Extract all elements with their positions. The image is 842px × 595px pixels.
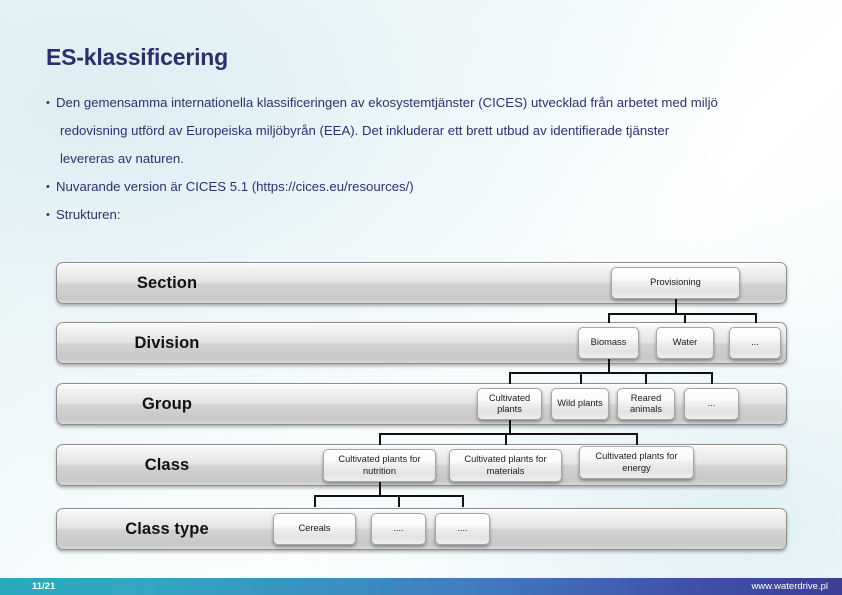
node-water[interactable]: Water <box>656 327 714 359</box>
node-provisioning[interactable]: Provisioning <box>611 267 740 299</box>
bullet-text: redovisning utförd av Europeiska miljöby… <box>60 123 670 138</box>
connector-class-type-bus <box>315 495 463 497</box>
row-label-section: Section <box>136 273 198 292</box>
connector-drop-biomass <box>608 313 610 323</box>
connector-drop-division-other <box>755 313 757 323</box>
cices-hierarchy-diagram: Section Division Group Class Class type <box>0 250 842 560</box>
bullet-marker-icon: • <box>46 209 50 221</box>
row-label-division: Division <box>134 333 200 352</box>
connector-biomass-stem <box>608 359 610 373</box>
bullet-item: • Den gemensamma internationella klassif… <box>46 89 826 117</box>
node-class-materials[interactable]: Cultivated plants for materials <box>449 449 562 482</box>
bullet-marker-icon: • <box>46 97 50 109</box>
diagram-row-group: Group <box>56 383 787 425</box>
connector-drop-class-materials <box>505 433 507 445</box>
node-class-nutrition[interactable]: Cultivated plants for nutrition <box>323 449 436 482</box>
connector-drop-class-nutrition <box>379 433 381 445</box>
connector-drop-group-other <box>711 372 713 384</box>
connector-drop-cultivated-plants <box>509 372 511 384</box>
node-division-other[interactable]: ... <box>729 327 781 359</box>
bullet-item: • redovisning utförd av Europeiska miljö… <box>46 117 826 145</box>
row-label-group: Group <box>142 394 192 413</box>
connector-class-bus <box>380 433 638 435</box>
node-cereals[interactable]: Cereals <box>273 513 356 545</box>
footer-url[interactable]: www.waterdrive.pl <box>751 581 828 592</box>
connector-cultivated-plants-stem <box>509 420 511 434</box>
node-cultivated-plants[interactable]: Cultivated plants <box>477 388 542 420</box>
bullet-text: Strukturen: <box>56 207 121 222</box>
bullet-marker-icon: • <box>46 181 50 193</box>
node-wild-plants[interactable]: Wild plants <box>551 388 609 420</box>
connector-drop-classtype-other-2 <box>462 495 464 507</box>
connector-drop-reared-animals <box>645 372 647 384</box>
bullet-text: Nuvarande version är CICES 5.1 (https://… <box>56 179 414 194</box>
connector-drop-cereals <box>314 495 316 507</box>
bullet-text: Den gemensamma internationella klassific… <box>56 95 718 110</box>
page-title: ES-klassificering <box>46 44 228 70</box>
connector-class-nutrition-stem <box>379 482 381 496</box>
page-number: 11/21 <box>32 581 56 592</box>
connector-drop-class-energy <box>636 433 638 445</box>
connector-drop-classtype-other-1 <box>398 495 400 507</box>
connector-drop-water <box>684 313 686 323</box>
bullet-item: • levereras av naturen. <box>46 145 826 173</box>
connector-group-bus <box>510 372 713 374</box>
node-classtype-other-1[interactable]: .... <box>371 513 426 545</box>
node-reared-animals[interactable]: Reared animals <box>617 388 675 420</box>
row-label-class-type: Class type <box>125 519 209 538</box>
node-classtype-other-2[interactable]: .... <box>435 513 490 545</box>
node-group-other[interactable]: ... <box>684 388 739 420</box>
row-label-class: Class <box>144 455 190 474</box>
bullet-list: • Den gemensamma internationella klassif… <box>46 89 826 229</box>
bullet-item: • Strukturen: <box>46 201 826 229</box>
connector-drop-wild-plants <box>580 372 582 384</box>
bullet-text: levereras av naturen. <box>60 151 184 166</box>
slide-footer: 11/21 www.waterdrive.pl <box>0 578 842 595</box>
node-class-energy[interactable]: Cultivated plants for energy <box>579 446 694 479</box>
node-biomass[interactable]: Biomass <box>578 327 639 359</box>
connector-division-bus <box>609 313 757 315</box>
bullet-item: • Nuvarande version är CICES 5.1 (https:… <box>46 173 826 201</box>
connector-section-stem <box>675 298 677 314</box>
